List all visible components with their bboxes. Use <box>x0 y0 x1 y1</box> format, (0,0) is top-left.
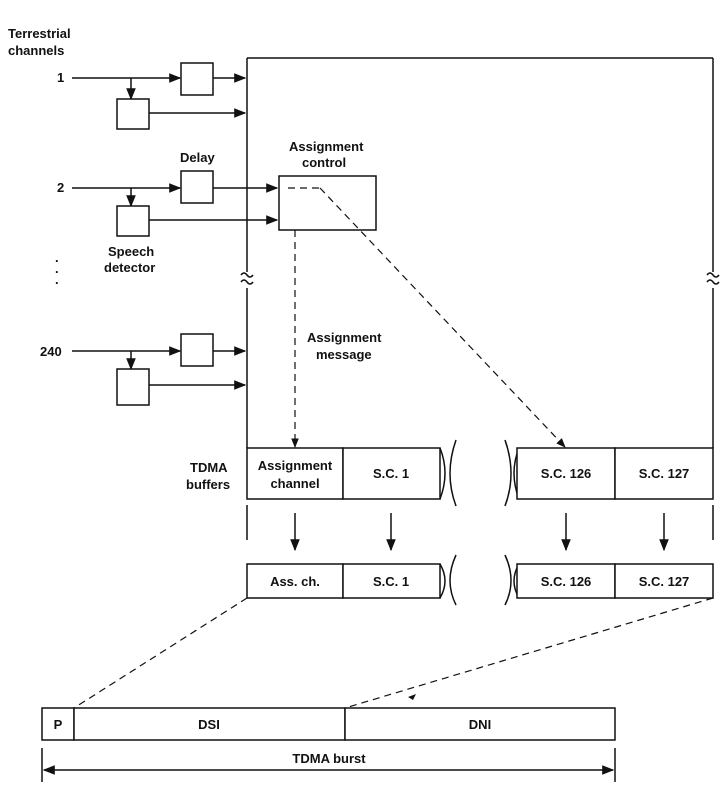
channel-240-path <box>72 333 247 406</box>
output-ass-ch-label: Ass. ch. <box>270 574 320 589</box>
delay-box-2 <box>180 170 214 204</box>
buffer-sc1-label: S.C. 1 <box>373 466 409 481</box>
ellipsis-dot-1: . <box>55 250 59 265</box>
speech-detector-box-1 <box>116 98 150 130</box>
assignment-control-label-line1: Assignment <box>289 139 364 154</box>
burst-caption: TDMA burst <box>292 751 366 766</box>
buffer-sc126-label: S.C. 126 <box>541 466 592 481</box>
speech-detector-label-line1: Speech <box>108 244 154 259</box>
break-mark-right-top <box>706 272 720 278</box>
assignment-message-label-line1: Assignment <box>307 330 382 345</box>
speech-detector-box-240 <box>116 368 150 406</box>
stray-mark <box>408 694 416 700</box>
ellipsis-dot-3: . <box>55 272 59 287</box>
burst-span-dimension <box>41 748 616 782</box>
output-break-right-1 <box>504 554 512 606</box>
channel-2-path <box>72 170 279 237</box>
assignment-message-label-line2: message <box>316 347 372 362</box>
burst-preamble <box>41 707 75 741</box>
output-break-left-1 <box>439 563 446 599</box>
ellipsis-dot-2: . <box>55 261 59 276</box>
assignment-control-label-line2: control <box>302 155 346 170</box>
output-sc126 <box>516 563 616 599</box>
buffer-assignment-channel <box>246 447 344 500</box>
speech-detector-label-line2: detector <box>104 260 155 275</box>
output-sc1-label: S.C. 1 <box>373 574 409 589</box>
buffer-sc1 <box>342 447 441 500</box>
delay-box-1 <box>180 62 214 96</box>
assignment-to-sc126-arrow <box>319 187 566 448</box>
delay-label: Delay <box>180 150 215 165</box>
buffer-sc127-label: S.C. 127 <box>639 466 690 481</box>
burst-dni-label: DNI <box>469 717 491 732</box>
buffer-assignment-label-line1: Assignment <box>258 458 333 473</box>
delay-box-240 <box>180 333 214 367</box>
buffer-sc126 <box>516 447 616 500</box>
projection-line-right <box>344 597 714 709</box>
burst-dsi <box>73 707 346 741</box>
tdma-buffers-label-line2: buffers <box>186 477 230 492</box>
output-ass-ch <box>246 563 344 599</box>
terrestrial-label-line1: Terrestrial <box>8 26 71 41</box>
buffer-break-left-1 <box>439 447 446 500</box>
tdma-buffers-label-line1: TDMA <box>190 460 228 475</box>
burst-dsi-label: DSI <box>198 717 220 732</box>
break-mark-left-bottom <box>240 279 254 285</box>
burst-dni <box>344 707 616 741</box>
channel-240-label: 240 <box>40 344 62 359</box>
break-mark-right-bottom <box>706 279 720 285</box>
channel-2-label: 2 <box>57 180 64 195</box>
output-row <box>246 554 714 606</box>
main-frame <box>240 57 720 448</box>
break-mark-left-top <box>240 272 254 278</box>
output-sc126-label: S.C. 126 <box>541 574 592 589</box>
terrestrial-label-line2: channels <box>8 43 64 58</box>
output-sc127-label: S.C. 127 <box>639 574 690 589</box>
buffer-sc127 <box>614 447 714 500</box>
burst-preamble-label: P <box>54 717 63 732</box>
channel-1-path <box>72 62 247 130</box>
buffer-break-left-2 <box>449 439 457 507</box>
tdma-burst <box>41 707 616 741</box>
output-sc127 <box>614 563 714 599</box>
speech-detector-box-2 <box>116 205 150 237</box>
output-break-left-2 <box>449 554 457 606</box>
projection-line-left <box>73 597 248 709</box>
channel-1-label: 1 <box>57 70 64 85</box>
tdma-buffers-row <box>246 439 714 507</box>
assignment-control-box <box>278 175 377 231</box>
output-sc1 <box>342 563 441 599</box>
buffer-assignment-label-line2: channel <box>270 476 319 491</box>
buffer-break-right-1 <box>504 439 512 507</box>
